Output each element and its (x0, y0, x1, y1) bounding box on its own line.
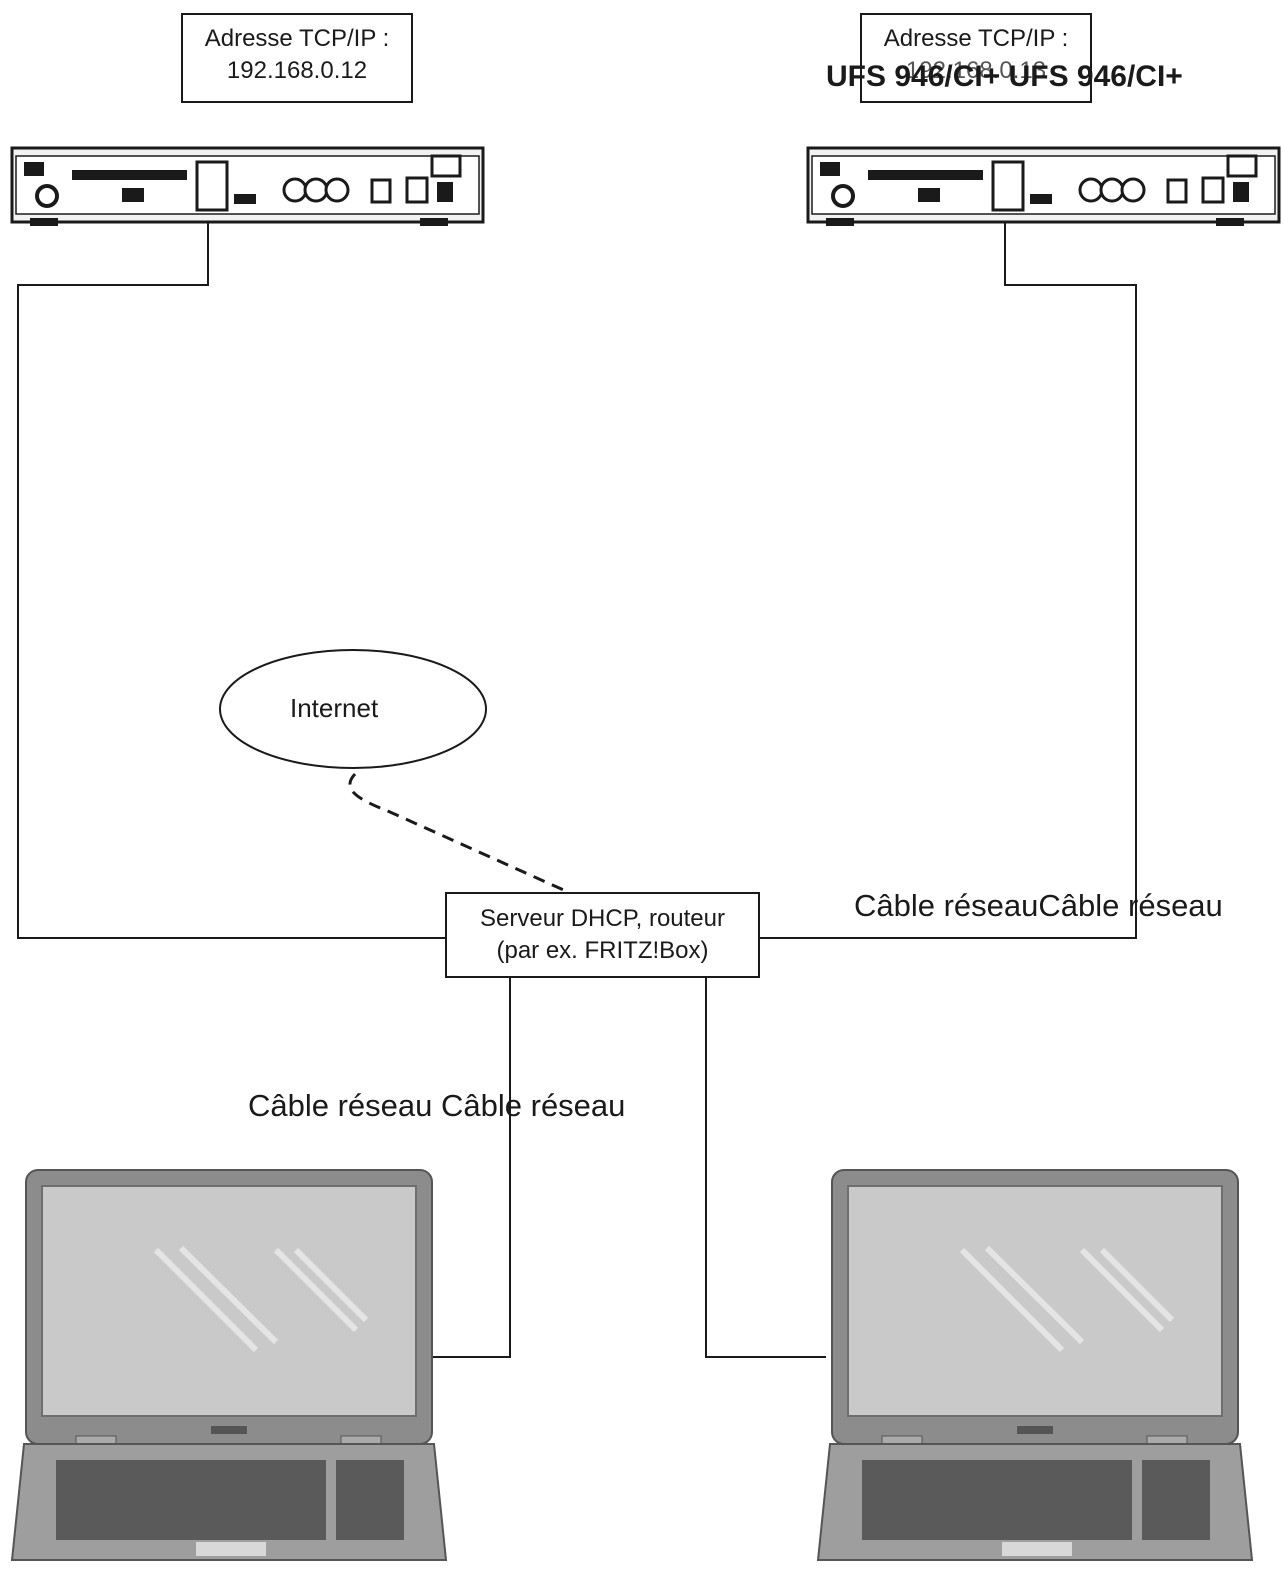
address-label-right: Adresse TCP/IP : (883, 25, 1069, 52)
address-label-left: Adresse TCP/IP : (204, 25, 390, 52)
receiver-right (806, 146, 1281, 226)
ip-value-right: 192.168.0.13 (905, 57, 1047, 84)
cable-left-receiver (17, 215, 445, 939)
cable-right-receiver (760, 215, 1137, 939)
internet-link (348, 772, 569, 894)
router-line-2: (par ex. FRITZ!Box) (496, 937, 709, 964)
model-label-right: UFS 946/CI+ UFS 946/CI+ (826, 60, 1183, 93)
receiver-left (10, 146, 485, 226)
laptop-right (816, 1169, 1254, 1561)
cable-left-laptop (432, 978, 511, 1358)
internet-label: Internet (290, 693, 379, 723)
ip-address-box-right: Adresse TCP/IP : 192.168.0.13 (860, 13, 1092, 103)
ip-value-left: 192.168.0.12 (226, 57, 368, 84)
router-line-1: Serveur DHCP, routeur (480, 905, 725, 932)
cable-label-right: Câble réseauCâble réseau (854, 888, 1223, 923)
internet-cloud (219, 649, 487, 769)
ip-address-box-left: Adresse TCP/IP : 192.168.0.12 (181, 13, 413, 103)
router-box: Serveur DHCP, routeur (par ex. FRITZ!Box… (445, 892, 760, 978)
network-cables (17, 215, 1137, 1358)
cable-label-bottom: Câble réseau Câble réseau (248, 1088, 626, 1123)
cable-right-laptop (705, 978, 826, 1358)
laptop-left (10, 1169, 448, 1561)
